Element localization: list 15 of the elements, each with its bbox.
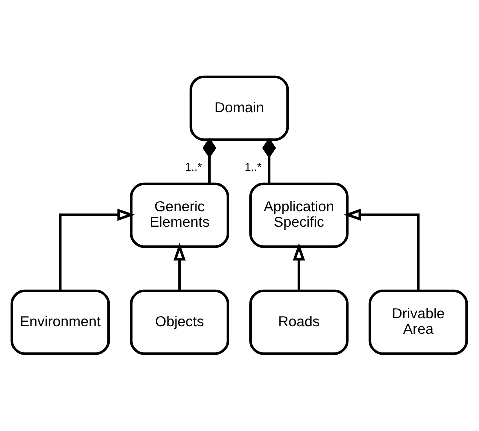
node-box: Domain xyxy=(190,76,290,142)
node-box: Roads xyxy=(250,290,349,356)
arrow xyxy=(174,243,186,291)
edge-label: 1..* xyxy=(185,162,202,174)
node-box: Generic Elements xyxy=(130,182,230,248)
arrow xyxy=(59,208,136,292)
node-box: Application Specific xyxy=(250,182,349,248)
node-box: Environment xyxy=(10,290,110,356)
node-box: Objects xyxy=(130,290,230,356)
edge-label: 1..* xyxy=(244,162,262,174)
arrow xyxy=(344,208,420,292)
node-box: Drivable Area xyxy=(368,290,468,356)
arrow xyxy=(293,243,306,291)
connector xyxy=(262,138,276,184)
connector xyxy=(202,138,217,184)
